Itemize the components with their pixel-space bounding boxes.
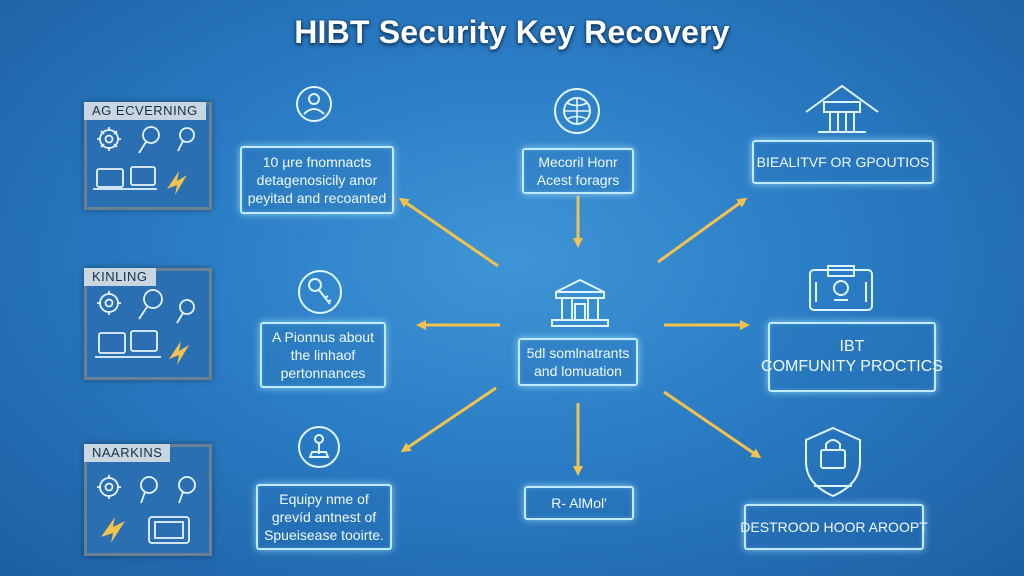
panel-label: KINLING [84,268,156,286]
lightning-icon [101,517,125,543]
panel-kinling: KINLING [84,268,212,380]
monitor-icon [148,516,190,544]
laptop-icon [95,330,161,358]
node-line: Equipy nme of [279,491,369,507]
key-icon [140,476,158,504]
node-left-mid: A Pionnus about the linhaof pertonnances [260,322,386,388]
node-line: COMFUNITY PROCTICS [761,358,943,375]
node-left-top: 10 µre fnomnacts detagenosicily anor pey… [240,146,394,214]
globe-icon [554,88,600,134]
key-icon [178,476,196,504]
arrow-to-right-top [657,197,748,264]
node-line: IBT [839,338,865,355]
node-line: A Pionnus about [272,329,374,345]
arrow-to-left-bot [400,386,497,453]
node-line: detagenosicily anor [256,172,378,188]
node-line: Mecoril Honr [538,154,618,170]
node-line: 5dl somlnatrants [526,345,630,361]
node-right-top: BIEALITVF OR GPOUTIOS [752,140,934,184]
node-line: Spueisease tooirte. [264,527,384,543]
node-right-bot: DESTROOD HOOR AROOPT [740,504,928,550]
node-line: grevíd antnest of [271,509,377,525]
node-line: and lomuation [534,363,622,379]
arrow-to-right-bot [663,390,762,459]
bank-icon [551,278,609,327]
gear-icon [97,127,121,151]
node-line: BIEALITVF OR GPOUTIOS [756,154,930,170]
key-icon [298,270,342,314]
key-icon [176,299,195,324]
laptop-icon [93,166,157,190]
node-right-mid: IBT COMFUNITY PROCTICS [761,322,943,392]
node-line: Acest foragrs [536,172,620,188]
key-icon [177,127,195,152]
key-icon [138,126,160,154]
shield-icon [805,426,861,498]
panel-label: AG ECVERNING [84,102,206,120]
node-line: DESTROOD HOOR AROOPT [740,519,928,535]
panel-markings: NAARKINS [84,444,212,556]
node-line: pertonnances [280,365,366,381]
person-icon [296,86,332,122]
node-line: R- AlMol' [551,495,607,511]
page-title: HIBT Security Key Recovery [294,14,730,50]
panel-label: NAARKINS [84,444,171,462]
key-icon [138,289,163,320]
gateway-icon [805,84,879,133]
node-line: the linhaof [290,347,356,363]
node-line: peyitad and recoanted [247,190,387,206]
lightning-icon [167,171,187,195]
joystick-icon [298,426,340,468]
arrow-to-left-top [398,197,499,268]
node-left-bot: Equipy nme of grevíd antnest of Spueise… [256,484,392,550]
gear-icon [97,475,121,499]
node-center: 5dl somlnatrants and lomuation [518,338,638,386]
lightning-icon [169,341,189,365]
node-center-bot: R- AlMol' [524,486,634,520]
node-line: 10 µre fnomnacts [262,154,372,170]
gear-icon [97,291,121,315]
node-center-top: Mecoril Honr Acest foragrs [522,148,634,194]
device-icon [809,265,873,311]
panel-governing: AG ECVERNING [84,102,212,210]
